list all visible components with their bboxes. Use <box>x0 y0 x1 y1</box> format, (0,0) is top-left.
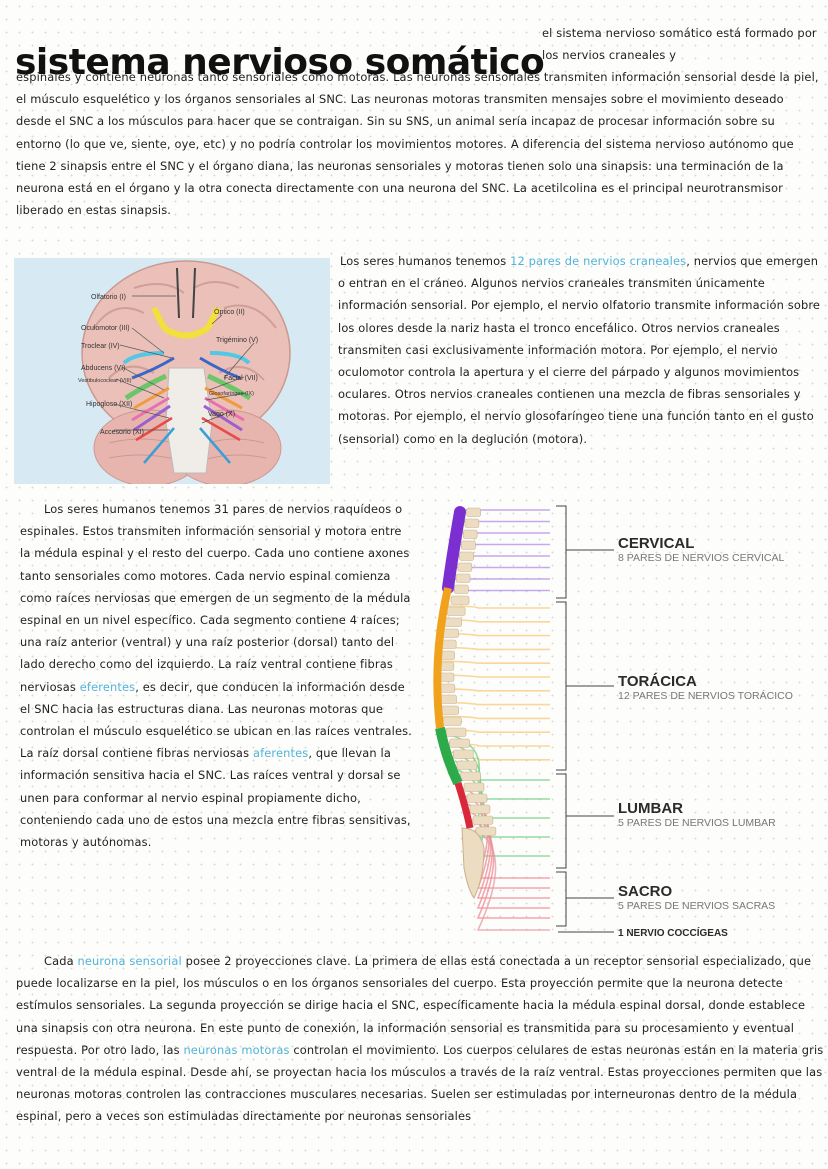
spinal-text-1: Los seres humanos tenemos 31 pares de ne… <box>20 502 411 694</box>
cranial-text-before: Los seres humanos tenemos <box>340 254 511 268</box>
intro-text: espinales y contiene neuronas tanto sens… <box>16 70 819 218</box>
intro-text-right: el sistema nervioso somático está formad… <box>542 26 817 63</box>
label-facial: Facial (VII) <box>224 375 258 382</box>
cervical-title: CERVICAL <box>618 535 694 552</box>
spinal-nerve <box>445 605 550 609</box>
thoracic-cord <box>433 587 452 729</box>
label-abducens: Abducens (VI) <box>81 365 125 372</box>
page-title: sistema nervioso somático <box>15 42 545 84</box>
sacral-cord <box>454 781 474 829</box>
vertebra <box>446 606 466 616</box>
afferent-highlight: aferentes <box>252 746 309 761</box>
spine-illustration: CERVICAL 8 PARES DE NERVIOS CERVICAL TOR… <box>433 505 793 939</box>
label-trigemino: Trigémino (V) <box>216 337 258 344</box>
cranial-text-after: , nervios que emergen o entran en el crá… <box>338 254 821 446</box>
vertebra <box>443 617 462 627</box>
vertebra <box>466 793 488 803</box>
vertebra <box>472 815 494 825</box>
vertebra <box>459 551 474 561</box>
label-troclear: Troclear (IV) <box>81 343 120 350</box>
label-oculomotor: Oculomotor (III) <box>81 325 130 332</box>
lumbar-cord <box>435 727 463 786</box>
vertebra <box>450 595 470 605</box>
vertebra <box>440 705 459 715</box>
vertebra <box>457 562 473 572</box>
spinal-nerves-figure: CERVICAL 8 PARES DE NERVIOS CERVICAL TOR… <box>418 498 818 948</box>
label-hipogloso: Hipogloso (XII) <box>86 401 132 408</box>
label-glosofaringeo: Glosofaríngeo (IX) <box>209 391 254 397</box>
sacrum <box>461 827 485 899</box>
spinal-text-3: , que llevan la información sensitiva ha… <box>20 746 411 850</box>
sensory-neuron-highlight: neurona sensorial <box>77 954 182 968</box>
sensory-end: controlan el movimiento. Los cuerpos cel… <box>16 1042 824 1124</box>
brain-illustration: Olfatorio (I) Óptico (II) Oculomotor (II… <box>78 260 291 484</box>
vertebra <box>463 782 485 792</box>
vertebra <box>475 826 497 836</box>
sensory-motor-paragraph: Cada neurona sensorial posee 2 proyeccio… <box>16 950 824 1128</box>
lumbar-subtitle: 5 PARES DE NERVIOS LUMBAR <box>618 817 776 829</box>
vertebra <box>466 507 481 517</box>
spinal-nerve <box>474 829 550 931</box>
label-vago: Vago (X) <box>208 411 235 418</box>
vertebra <box>460 771 481 781</box>
vertebrae <box>435 507 497 899</box>
label-accesorio: Accesorio (XI) <box>100 429 144 436</box>
spinal-nerve <box>471 819 550 919</box>
vertebra <box>449 738 470 748</box>
sacro-subtitle: 5 PARES DE NERVIOS SACRAS <box>618 900 775 912</box>
label-optico: Óptico (II) <box>214 307 245 316</box>
label-vestibulococlear: Vestibulococlear (VIII) <box>78 378 132 384</box>
vertebra <box>442 716 462 726</box>
spinal-nerves-paragraph: Los seres humanos tenemos 31 pares de ne… <box>20 498 412 853</box>
cranial-nerves-figure: Olfatorio (I) Óptico (II) Oculomotor (II… <box>14 258 330 484</box>
lumbar-title: LUMBAR <box>618 800 683 817</box>
sensory-lead: Cada <box>44 954 78 968</box>
vertebra <box>464 518 480 528</box>
cervical-cord <box>442 506 466 594</box>
spinal-text-2: , es decir, que conducen la información … <box>20 679 412 761</box>
efferent-highlight: eferentes <box>79 679 136 694</box>
cervical-subtitle: 8 PARES DE NERVIOS CERVICAL <box>618 552 784 564</box>
vertebra <box>455 573 471 583</box>
vertebra <box>454 584 469 594</box>
toracica-title: TORÁCICA <box>618 673 697 690</box>
vertebra <box>456 760 478 770</box>
vertebra <box>452 749 474 759</box>
cranial-nerves-paragraph: Los seres humanos tenemos 12 pares de ne… <box>338 250 822 450</box>
toracica-subtitle: 12 PARES DE NERVIOS TORÁCICO <box>618 689 793 702</box>
vertebra <box>445 727 467 737</box>
sensory-mid: posee 2 proyecciones clave. La primera d… <box>16 954 812 1057</box>
coccigeo-label: 1 NERVIO COCCÍGEAS <box>618 926 728 939</box>
vertebra <box>461 540 476 550</box>
spinal-nerve <box>441 715 550 720</box>
sacro-title: SACRO <box>618 883 673 900</box>
vertebra <box>469 804 491 814</box>
vertebra <box>462 529 478 539</box>
label-olfatorio: Olfatorio (I) <box>91 294 126 301</box>
motor-neuron-highlight: neuronas motoras <box>183 1042 290 1057</box>
cranial-highlight: 12 pares de nervios craneales <box>510 254 687 268</box>
